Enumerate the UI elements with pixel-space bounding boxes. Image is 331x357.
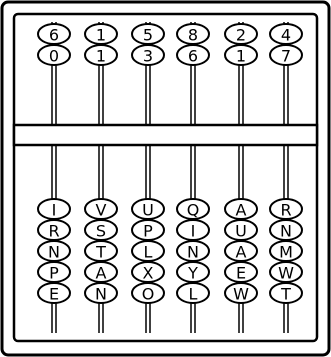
number-bead: 1 xyxy=(85,24,117,45)
letter-bead-label: N xyxy=(48,243,60,262)
number-bead: 2 xyxy=(225,24,257,45)
letter-bead: P xyxy=(38,262,70,283)
number-bead: 6 xyxy=(177,45,209,66)
letter-bead-label: T xyxy=(280,285,291,304)
letter-bead-label: I xyxy=(191,222,196,241)
number-bead: 8 xyxy=(177,24,209,45)
letter-bead: P xyxy=(132,220,164,241)
letter-bead: L xyxy=(132,241,164,262)
letter-bead: O xyxy=(132,283,164,304)
letter-bead: I xyxy=(38,199,70,220)
middle-beam xyxy=(14,125,317,145)
letter-bead-label: E xyxy=(236,264,246,283)
letter-bead: Q xyxy=(177,199,209,220)
letter-bead: U xyxy=(132,199,164,220)
number-bead-label: 3 xyxy=(143,47,153,66)
number-bead-label: 8 xyxy=(188,26,198,45)
letter-bead: X xyxy=(132,262,164,283)
letter-bead: A xyxy=(85,262,117,283)
letter-bead-label: P xyxy=(49,264,59,283)
letter-bead: N xyxy=(270,220,302,241)
number-bead-label: 0 xyxy=(49,47,59,66)
letter-bead: L xyxy=(177,283,209,304)
letter-bead: Y xyxy=(177,262,209,283)
number-bead: 1 xyxy=(85,45,117,66)
number-bead-label: 4 xyxy=(281,26,291,45)
number-bead-label: 6 xyxy=(188,47,198,66)
number-bead: 7 xyxy=(270,45,302,66)
number-bead: 0 xyxy=(38,45,70,66)
letter-bead-label: N xyxy=(187,243,199,262)
number-bead: 4 xyxy=(270,24,302,45)
letter-bead: N xyxy=(85,283,117,304)
letter-bead: I xyxy=(177,220,209,241)
letter-bead-label: A xyxy=(96,264,107,283)
letter-bead-label: R xyxy=(280,201,291,220)
letter-bead-label: E xyxy=(49,285,59,304)
letter-bead: A xyxy=(225,241,257,262)
number-bead-label: 1 xyxy=(96,26,106,45)
letter-bead-label: U xyxy=(142,201,154,220)
letter-bead: A xyxy=(225,199,257,220)
letter-bead: S xyxy=(85,220,117,241)
number-bead-label: 1 xyxy=(236,47,246,66)
letter-bead: T xyxy=(270,283,302,304)
number-bead: 6 xyxy=(38,24,70,45)
number-bead-label: 5 xyxy=(143,26,153,45)
letter-bead-label: A xyxy=(236,201,247,220)
number-bead-label: 2 xyxy=(236,26,246,45)
letter-bead-label: X xyxy=(143,264,154,283)
letter-bead-label: N xyxy=(95,285,107,304)
letter-bead-label: U xyxy=(235,222,247,241)
number-bead-label: 6 xyxy=(49,26,59,45)
letter-bead-label: W xyxy=(278,264,294,283)
letter-bead: T xyxy=(85,241,117,262)
letter-bead-label: Y xyxy=(187,264,198,283)
letter-bead-label: O xyxy=(142,285,155,304)
letter-bead-label: L xyxy=(144,243,153,262)
letter-bead: M xyxy=(270,241,302,262)
letter-bead: E xyxy=(38,283,70,304)
number-bead: 3 xyxy=(132,45,164,66)
letter-bead: E xyxy=(225,262,257,283)
number-bead-label: 7 xyxy=(281,47,291,66)
letter-bead: R xyxy=(38,220,70,241)
number-bead-label: 1 xyxy=(96,47,106,66)
letter-bead-label: V xyxy=(96,201,107,220)
letter-bead: U xyxy=(225,220,257,241)
number-bead: 5 xyxy=(132,24,164,45)
letter-bead: W xyxy=(270,262,302,283)
letter-bead-label: T xyxy=(95,243,106,262)
letter-bead-label: S xyxy=(96,222,106,241)
letter-bead: V xyxy=(85,199,117,220)
letter-bead: N xyxy=(38,241,70,262)
letter-bead: N xyxy=(177,241,209,262)
letter-bead: W xyxy=(225,283,257,304)
letter-bead-label: I xyxy=(52,201,57,220)
letter-bead-label: N xyxy=(280,222,292,241)
letter-bead-label: W xyxy=(233,285,249,304)
letter-bead-label: Q xyxy=(187,201,200,220)
letter-bead: R xyxy=(270,199,302,220)
letter-bead-label: P xyxy=(143,222,153,241)
letter-bead-label: M xyxy=(279,243,293,262)
letter-bead-label: R xyxy=(48,222,59,241)
letter-bead-label: L xyxy=(189,285,198,304)
number-bead: 1 xyxy=(225,45,257,66)
letter-bead-label: A xyxy=(236,243,247,262)
